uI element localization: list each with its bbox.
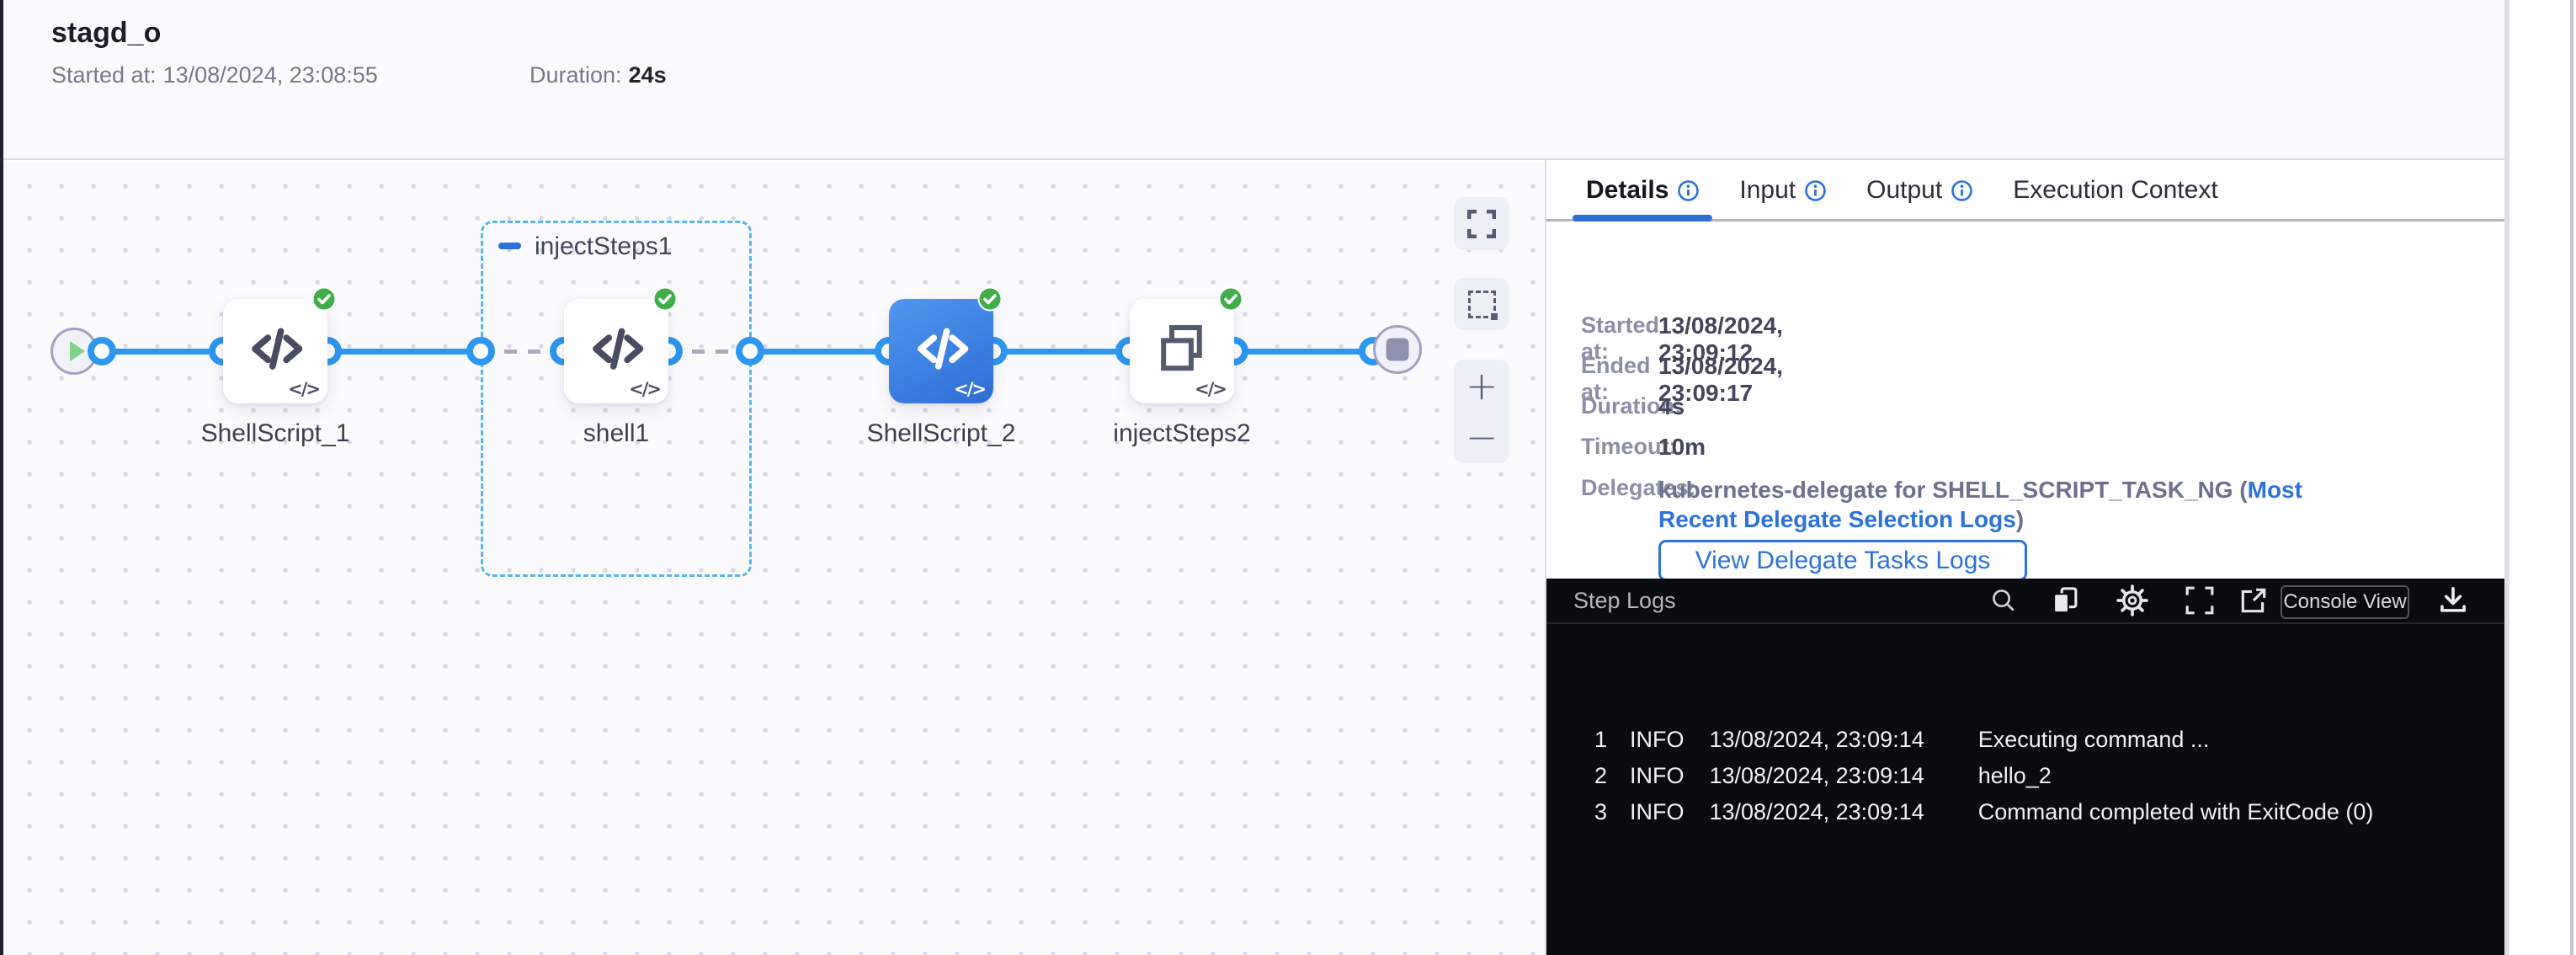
tab-details[interactable]: Details (1586, 176, 1700, 205)
step-type-glyph: </> (288, 379, 319, 399)
canvas-zoom-controls: + − (1454, 360, 1509, 463)
started-at-label: Started at: (51, 62, 157, 88)
port (736, 337, 764, 365)
duration-value: 24s (629, 62, 667, 88)
step-logs-panel: Step Logs (1546, 579, 2504, 955)
tab-output[interactable]: Output (1866, 176, 1973, 205)
copy-steps-icon (1152, 319, 1211, 378)
started-at-value: 13/08/2024, 23:08:55 (163, 62, 378, 88)
log-line: 2INFO13/08/2024, 23:09:14hello_2 (1573, 763, 2052, 789)
step-label: shell1 (507, 419, 726, 448)
zoom-out-button[interactable]: − (1454, 412, 1509, 463)
fullscreen-icon (1467, 210, 1496, 238)
copy-icon[interactable] (2050, 585, 2080, 616)
shell-script-icon (246, 319, 305, 378)
port (88, 337, 116, 365)
download-icon[interactable] (2437, 584, 2469, 616)
search-icon[interactable] (1989, 586, 2018, 615)
stage-duration: Duration: 24s (530, 62, 667, 88)
step-logs-title: Step Logs (1573, 588, 1676, 614)
shell-script-icon (912, 319, 971, 378)
log-line: 3INFO13/08/2024, 23:09:14Command complet… (1573, 799, 2373, 825)
fullscreen-icon[interactable] (2185, 585, 2215, 616)
details-tabs: Details Input Output (1546, 162, 2504, 221)
step-details-panel: Details Input Output (1546, 162, 2504, 955)
tab-execution-context[interactable]: Execution Context (2013, 176, 2217, 205)
stage-title: stagd_o (51, 17, 161, 50)
info-icon[interactable] (1951, 179, 1973, 202)
canvas-marquee-select-button[interactable] (1454, 278, 1509, 330)
connector (1234, 349, 1373, 355)
log-line: 1INFO13/08/2024, 23:09:14Executing comma… (1573, 727, 2209, 753)
stage-started-at: Started at:13/08/2024, 23:08:55 (51, 62, 378, 88)
step-node-shell1[interactable]: </> (564, 299, 668, 403)
connector (102, 349, 223, 355)
marquee-select-icon (1468, 291, 1496, 318)
step-label: ShellScript_2 (832, 419, 1051, 448)
settings-gear-icon[interactable] (2116, 584, 2149, 617)
active-tab-underline (1573, 215, 1712, 221)
zoom-in-button[interactable]: + (1454, 360, 1509, 412)
step-type-glyph: </> (1195, 379, 1226, 399)
success-badge-icon (652, 286, 678, 312)
view-delegate-tasks-logs-button[interactable]: View Delegate Tasks Logs (1658, 540, 2027, 581)
step-type-glyph: </> (629, 379, 660, 399)
step-node-injectsteps2[interactable]: </> (1130, 299, 1234, 403)
field-value: 10m (1658, 434, 1706, 461)
info-icon[interactable] (1804, 179, 1827, 202)
pipeline-canvas[interactable]: injectSteps1 (3, 162, 1545, 955)
end-node (1373, 325, 1422, 374)
console-view-button[interactable]: Console View (2281, 585, 2409, 619)
step-label: injectSteps2 (1072, 419, 1291, 448)
field-value: 4s (1658, 393, 1685, 420)
port (466, 337, 495, 365)
connector (327, 349, 481, 355)
shell-script-icon (587, 319, 646, 378)
group-collapse-button[interactable] (498, 243, 521, 249)
group-label: injectSteps1 (535, 232, 672, 261)
success-badge-icon (311, 286, 337, 312)
duration-label: Duration: (530, 62, 622, 88)
success-badge-icon (1218, 286, 1243, 312)
stop-icon (1386, 339, 1409, 361)
tab-input[interactable]: Input (1739, 176, 1827, 205)
step-node-shellscript-1[interactable]: </> (223, 299, 327, 403)
canvas-fullscreen-button[interactable] (1454, 197, 1509, 250)
info-icon[interactable] (1677, 179, 1700, 202)
success-badge-icon (977, 286, 1003, 312)
delegates-value: kubernetes-delegate for SHELL_SCRIPT_TAS… (1658, 475, 2366, 534)
step-logs-header: Step Logs (1546, 579, 2504, 624)
step-label: ShellScript_1 (166, 419, 385, 448)
panel-scrollbar[interactable] (2504, 0, 2509, 955)
open-in-new-icon[interactable] (2238, 585, 2269, 616)
window-scrollbar[interactable] (2570, 0, 2573, 955)
step-type-glyph: </> (954, 379, 985, 399)
stage-header: stagd_o Started at:13/08/2024, 23:08:55 … (3, 0, 2504, 160)
step-node-shellscript-2-selected[interactable]: </> (889, 299, 993, 403)
connector (750, 349, 889, 355)
connector (993, 349, 1130, 355)
